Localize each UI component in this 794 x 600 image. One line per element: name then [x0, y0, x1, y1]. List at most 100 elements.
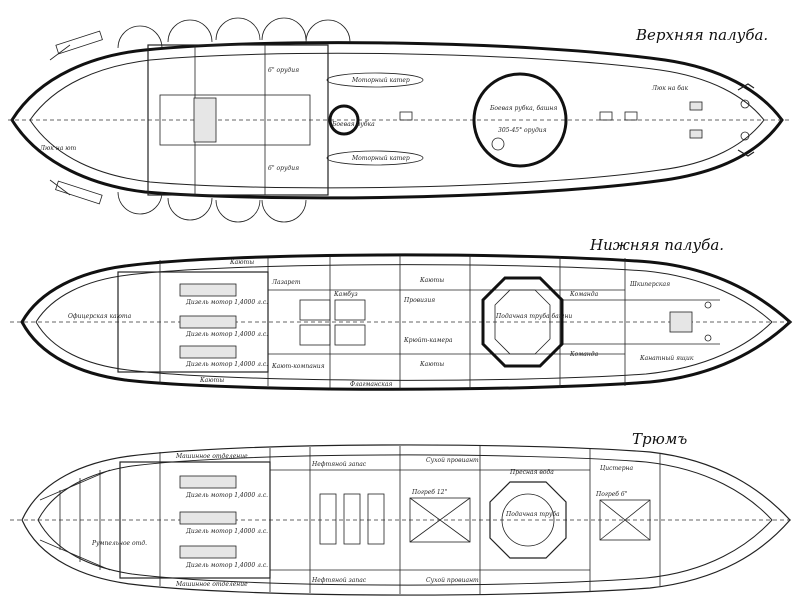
label-engine-room: Машинное отделение — [175, 453, 248, 460]
label-crew: Команда — [569, 291, 599, 298]
label-motor: Дизель мотор 1,4000 л.с. — [185, 361, 268, 368]
gun-sponson — [167, 197, 213, 221]
label-cabins: Каюты — [419, 277, 444, 284]
label-officer: Офицерская каюта — [68, 313, 132, 320]
lower-deck: Нижняя палуба. Дизель мотор 1,4000 л.с. … — [10, 236, 793, 391]
skylight — [624, 111, 638, 121]
boom-line — [49, 44, 71, 61]
label-motor: Дизель мотор 1,4000 л.с. — [185, 299, 268, 306]
magazine-x — [599, 499, 651, 541]
main-turret — [472, 72, 568, 168]
hold-motor — [179, 511, 237, 525]
lower-motor — [179, 315, 237, 329]
label-crew: Команда — [569, 351, 599, 358]
cabin — [334, 324, 366, 346]
label-turret-base: Подачная труба — [505, 511, 560, 518]
label-6in-guns: 6" орудия — [268, 165, 299, 172]
label-turret-trunk: Подачная труба башни — [495, 313, 572, 320]
cabin — [299, 299, 331, 321]
skylight — [599, 111, 613, 121]
anchor-windlass — [689, 129, 703, 139]
upper-superstructure — [147, 44, 329, 196]
label-motor-boat: Моторный катер — [351, 155, 410, 162]
label-motor: Дизель мотор 1,4000 л.с. — [185, 528, 268, 535]
hold-motor — [179, 475, 237, 489]
anchor-windlass — [689, 101, 703, 111]
frame-line — [39, 469, 111, 501]
magazine-bay — [599, 499, 651, 541]
store-bay — [367, 493, 385, 545]
label-conning-tower: Боевая рубка — [331, 121, 375, 128]
label-fuel: Нефтяной запас — [311, 577, 367, 584]
label-rope: Канатный ящик — [639, 355, 694, 362]
lower-chain-locker — [669, 311, 693, 333]
turret-trunk-inner — [494, 289, 551, 355]
label-motor: Дизель мотор 1,4000 л.с. — [185, 492, 268, 499]
gun-sponson — [215, 17, 261, 41]
upper-deck: Верхняя палуба. 6" орудия 6" орудия Мото… — [8, 17, 790, 223]
label-water: Пресная вода — [509, 469, 554, 476]
upper-vent-block — [193, 97, 217, 143]
gun-sponson — [261, 17, 307, 41]
frame-line — [39, 539, 111, 571]
label-stores: Провизия — [403, 297, 435, 304]
label-steering: Румпельное отд. — [91, 540, 147, 547]
hold-compartments — [159, 446, 661, 594]
lower-capstan — [704, 301, 712, 309]
magazine-bay — [409, 497, 471, 543]
store-bay — [343, 493, 361, 545]
lower-compartments — [159, 255, 720, 389]
turret-trunk — [481, 276, 564, 368]
stern-booms — [49, 30, 103, 205]
label-galley: Камбуз — [333, 291, 358, 298]
hold-hull-inner — [37, 454, 773, 586]
boat-boom — [55, 30, 103, 55]
boat-boom — [55, 180, 103, 205]
upper-deckhouse — [159, 94, 311, 146]
lower-motor — [179, 283, 237, 297]
lower-capstan — [704, 334, 712, 342]
label-dry-stores: Сухой провиант — [426, 457, 479, 464]
anchor — [737, 83, 755, 91]
label-motor: Дизель мотор 1,4000 л.с. — [185, 562, 268, 569]
lower-motor — [179, 345, 237, 359]
label-tank: Цистерна — [600, 465, 633, 472]
magazine-x — [409, 497, 471, 543]
lower-deck-hull-inner — [35, 264, 773, 381]
label-fuel: Нефтяной запас — [311, 461, 367, 468]
label-motor: Дизель мотор 1,4000 л.с. — [185, 331, 268, 338]
capstan — [740, 131, 750, 141]
store-bay — [319, 493, 337, 545]
label-cabins: Каюты — [419, 361, 444, 368]
gun-sponsons — [117, 17, 351, 223]
skylight — [399, 111, 413, 121]
label-cabins: Каюты — [229, 259, 254, 266]
label-motor-boat: Моторный катер — [351, 77, 410, 84]
hold-motor — [179, 545, 237, 559]
label-flag: Флагманская — [350, 381, 392, 388]
gun-sponson — [261, 199, 307, 223]
label-skipper: Шкиперская — [629, 281, 670, 288]
label-engine-room: Машинное отделение — [175, 581, 248, 588]
label-magazine: Погреб 12" — [411, 489, 447, 496]
capstan — [740, 99, 750, 109]
hold-deck: Трюмъ Дизель мотор 1,4000 л.с. Дизель мо… — [10, 430, 792, 596]
label-tower: Боевая рубка, башня — [489, 105, 557, 112]
turret-hatch — [491, 137, 505, 151]
label-6in-guns: 6" орудия — [268, 67, 299, 74]
motor-boat — [326, 72, 424, 88]
anchor — [737, 149, 755, 157]
label-powder: Крюйт-камера — [403, 337, 453, 344]
label-cabins: Каюты — [199, 377, 224, 384]
label-main-gun: 305-45° орудия — [498, 127, 547, 134]
label-mess: Кают-компания — [271, 363, 325, 370]
motor-boat — [326, 150, 424, 166]
boom-line — [49, 179, 71, 196]
hold-turret-base — [489, 481, 567, 559]
label-magazine: Погреб 6" — [595, 491, 628, 498]
upper-deck-title: Верхняя палуба. — [635, 26, 768, 44]
hold-turret-ring — [501, 493, 555, 547]
gun-sponson — [117, 25, 163, 49]
label-sick-bay: Лазарет — [271, 279, 301, 286]
